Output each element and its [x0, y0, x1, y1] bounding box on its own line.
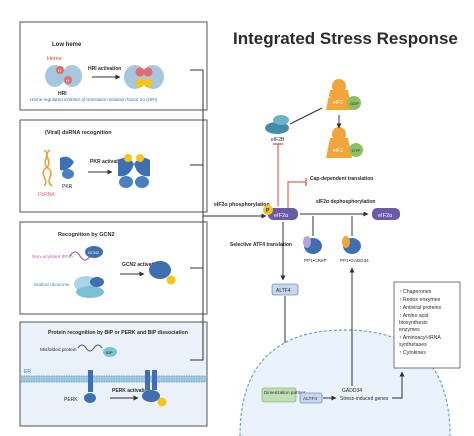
svg-text:H: H: [66, 78, 69, 83]
perk-icon: [84, 370, 96, 403]
er-label: ER: [24, 369, 31, 375]
panel-low-heme: Low heme Heme H H HRI Heme regulated inh…: [19, 21, 208, 111]
gcn2-icon: GCN2: [85, 246, 103, 258]
pp1-gadd34-label: PP1•GADD34: [340, 258, 369, 263]
eif2b-label: eIF2B: [271, 137, 285, 143]
panel-dsrna: (Viral) dsRNA recognition DsRNA PKR PKR …: [19, 119, 208, 213]
eif2b-icon: [265, 115, 289, 134]
svg-text:α: α: [328, 94, 331, 99]
hri-caption: Heme regulated inhibitor of translation …: [30, 97, 158, 102]
svg-text:eIF2: eIF2: [333, 100, 343, 106]
svg-text:ALTF4: ALTF4: [303, 396, 317, 402]
heme-label: Heme: [47, 56, 62, 62]
page-title: Integrated Stress Response: [233, 29, 458, 48]
output-item: ↑ Amino acid: [399, 313, 429, 319]
svg-text:Dimerization partner: Dimerization partner: [264, 390, 306, 395]
output-item: ↑ Redox enzymes: [399, 297, 441, 303]
altf4-node: ALTF4: [271, 283, 299, 296]
dephosphorylation-label: eIF2α dephosphorylation: [316, 199, 375, 205]
phosphorylation-label: eIF2α phosphorylation: [214, 202, 270, 208]
er-membrane: [21, 375, 206, 383]
panel-heading-perk: Protein recognition by BIP or PERK and B…: [48, 330, 188, 336]
svg-text:GTP: GTP: [352, 148, 361, 153]
hri-inactive-icon: H H: [45, 65, 82, 87]
misfolded-label: Misfolded protein: [40, 347, 77, 353]
gcn2-activation-label: GCN2 activation: [122, 262, 161, 268]
svg-text:eIF2α: eIF2α: [378, 213, 393, 219]
gcn2-active-icon: [149, 261, 176, 285]
eif2-gdp-complex: eIF2 α GDP: [326, 79, 361, 110]
nucleus-altf4-node: ALTF4: [299, 392, 323, 404]
eif2a-phospho-node: eIF2α P: [263, 205, 298, 220]
perk-active-icon: [142, 370, 167, 407]
output-item: synthetases: [399, 342, 427, 348]
eif2a-node: eIF2α: [372, 208, 400, 220]
svg-text:GCN2: GCN2: [88, 250, 100, 255]
pp1-crep-label: PP1•CReP: [304, 258, 327, 263]
pkr-activation-label: PKR activation: [90, 159, 125, 165]
dimerization-partner-node: Dimerization partner: [261, 387, 306, 403]
perk-label: PERK: [64, 397, 78, 403]
panel-bracket: [190, 69, 267, 361]
svg-text:ALTF4: ALTF4: [276, 288, 291, 294]
svg-text:H: H: [58, 68, 61, 73]
svg-text:BIP: BIP: [106, 350, 113, 355]
outputs-box: ↑ Chaperones ↑ Redox enzymes ↑ Antiviral…: [393, 281, 461, 369]
panel-gcn2: Recognition by GCN2 Non-acylated tRNA GC…: [19, 221, 208, 315]
output-item: enzymes: [399, 327, 420, 333]
output-item: ↑ Cytokines: [399, 350, 426, 356]
svg-text:↑ Chaperones ↑ Redox enz: ↑ Chaperones ↑ Redox enzymes ↑ Antiviral…: [399, 289, 443, 356]
ribosome-icon: [74, 276, 104, 298]
panel-heading-gcn2: Recognition by GCN2: [58, 232, 115, 238]
svg-text:eIF2: eIF2: [333, 148, 343, 154]
trna-icon: [69, 251, 91, 261]
eif2-gtp-complex: eIF2 GTP: [326, 127, 363, 158]
panel-heading-dsrna: (Viral) dsRNA recognition: [45, 130, 112, 136]
svg-text:GDP: GDP: [350, 101, 359, 106]
dsrna-label: DsRNA: [38, 192, 55, 198]
output-item: ↑ Antiviral proteins: [399, 305, 442, 311]
atf4-translation-label: Selective ATF4 translation: [230, 242, 292, 248]
output-item: ↑ Chaperones: [399, 289, 432, 295]
pkr-label: PKR: [62, 184, 73, 190]
trna-label: Non-acylated tRNA: [32, 254, 74, 260]
bip-icon: BIP: [103, 347, 117, 357]
stress-genes-label: Stress-induced genes: [340, 396, 389, 402]
dsrna-helix-icon: [42, 149, 53, 187]
pkr-monomer-icon: [60, 156, 74, 179]
ribosome-label: Stalled ribosome: [34, 282, 70, 288]
svg-text:P: P: [266, 208, 270, 214]
hri-active-icon: [124, 65, 164, 89]
panel-heading-low-heme: Low heme: [52, 42, 82, 48]
hri-label: HRI: [58, 91, 67, 97]
gadd34-label: GADD34: [342, 388, 362, 394]
output-item: biosynthesis: [399, 320, 428, 326]
panel-perk: Protein recognition by BIP or PERK and B…: [19, 321, 208, 427]
pp1-crep-icon: [303, 236, 322, 254]
cap-translation-label: Cap-dependent translation: [310, 176, 373, 182]
hri-activation-label: HRI activation: [88, 66, 121, 72]
misfolded-protein-icon: [77, 344, 103, 352]
output-item: ↑ Aminoacyl-tRNA: [399, 335, 441, 341]
pp1-gadd34-icon: [342, 236, 361, 254]
svg-text:eIF2α: eIF2α: [274, 213, 289, 219]
pkr-dimer-icon: [118, 154, 150, 188]
perk-activation-label: PERK activation: [112, 388, 151, 394]
